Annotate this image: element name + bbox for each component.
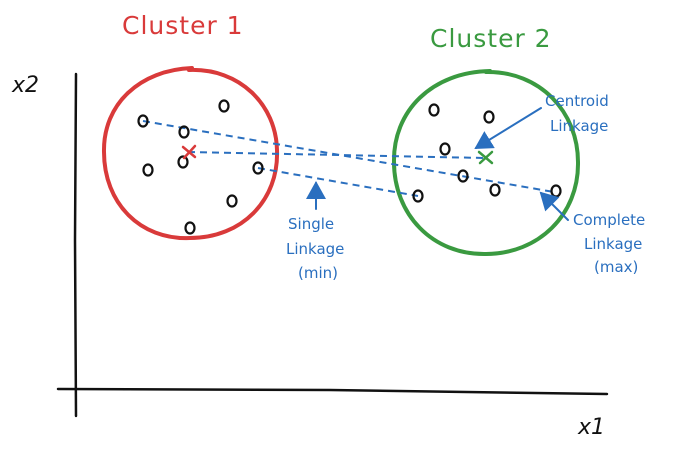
data-point [550, 184, 562, 198]
data-point [137, 114, 149, 128]
data-point [489, 183, 501, 197]
complete-label-line2: Linkage [584, 235, 642, 253]
cluster-1-title: Cluster 1 [122, 11, 244, 40]
complete-arrow-icon [539, 191, 569, 221]
data-point [142, 163, 154, 177]
data-point [218, 99, 230, 113]
x-axis-label: x1 [577, 415, 605, 440]
linkage-lines [142, 120, 555, 197]
single-label-line2: Linkage [286, 240, 344, 258]
data-point [177, 155, 189, 169]
data-point [178, 125, 190, 139]
axes [56, 72, 609, 418]
data-point [439, 142, 451, 156]
data-point [184, 221, 196, 235]
data-point [483, 110, 495, 124]
x-axis-line [56, 387, 609, 396]
single-linkage-line [257, 167, 419, 197]
single-label-line3: (min) [298, 264, 338, 282]
centroid-arrow-icon [474, 107, 542, 150]
y-axis-label: x2 [11, 73, 39, 98]
cluster-1-boundary [101, 66, 280, 241]
cluster-2-points [412, 103, 562, 203]
centroid-label-line1: Centroid [545, 92, 609, 110]
complete-linkage-line [142, 120, 555, 193]
complete-label-line3: (max) [594, 258, 638, 276]
centroid-linkage-line [187, 151, 487, 159]
complete-label-line1: Complete [573, 211, 645, 229]
centroid-label-line2: Linkage [550, 117, 608, 135]
data-point [226, 194, 238, 208]
cluster-2-title: Cluster 2 [430, 24, 552, 53]
annotation-arrows [306, 107, 569, 221]
single-label-line1: Single [288, 215, 334, 233]
cluster-1-points [137, 99, 264, 235]
cluster-1-centroid-x-mark [181, 144, 197, 160]
data-point [412, 189, 424, 203]
y-axis-line [73, 72, 78, 418]
data-point [252, 161, 264, 175]
cluster-2-boundary [391, 69, 581, 257]
data-point [428, 103, 440, 117]
data-point [457, 169, 469, 183]
cluster-2-centroid-x-mark [477, 150, 494, 165]
